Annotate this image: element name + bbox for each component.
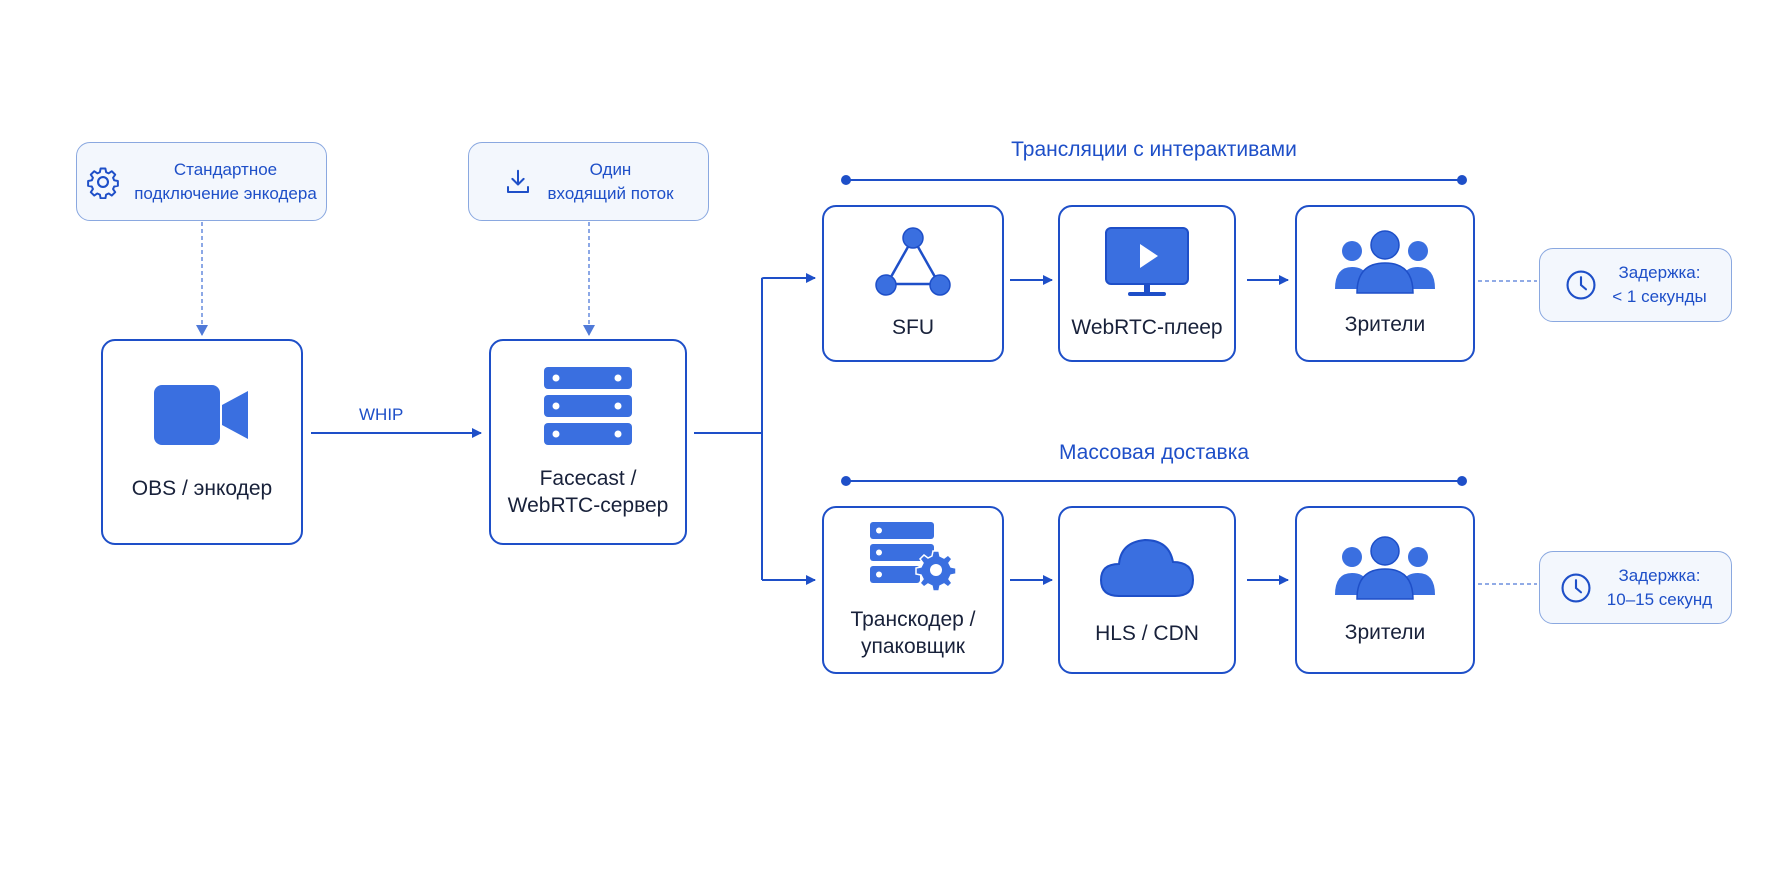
edge-label-whip: WHIP [359,405,404,424]
node-sfu-label: SFU [892,316,934,339]
node-viewers-2-label: Зрители [1344,620,1426,644]
note-encoder: Стандартное подключение энкодера [76,142,327,221]
node-sfu: SFU [822,205,1004,362]
node-cdn-label: HLS / CDN [1095,621,1199,645]
monitor-play-icon [1105,227,1189,296]
server-gear-icon [870,522,957,592]
video-camera-icon [154,384,248,445]
node-hls-cdn: HLS / CDN [1058,506,1236,674]
node-webrtc-server: Facecast / WebRTC-сервер [489,339,687,545]
note-encoder-text: Стандартное подключение энкодера [134,159,317,203]
note-latency-interactive: Задержка: < 1 секунды [1539,248,1732,322]
note-latency-mass-text: Задержка: 10–15 секунд [1606,565,1713,609]
note-latency-interactive-text: Задержка: < 1 секунды [1612,263,1707,306]
users-icon [1335,535,1435,600]
server-icon [544,367,632,445]
gear-icon [87,167,120,199]
node-player-label: WebRTC-плеер [1071,316,1223,339]
clock-icon [1566,270,1596,300]
arrow-split-to-sfu [761,273,816,283]
node-transcoder-label: Транскодер / упаковщик [850,608,976,658]
group-label-interactive: Трансляции с интерактивами [1011,138,1297,161]
users-icon [1335,230,1435,294]
node-viewers-1-label: Зрители [1344,313,1426,336]
node-server-label: Facecast / WebRTC-сервер [507,467,669,517]
node-viewers-interactive: Зрители [1295,205,1475,362]
download-icon [507,169,530,193]
note-latency-mass: Задержка: 10–15 секунд [1539,551,1732,624]
network-icon [875,227,951,296]
dashed-arrowhead-encoder [196,325,208,336]
note-stream-text: Один входящий поток [547,159,674,203]
node-obs-encoder: OBS / энкодер [101,339,303,545]
node-obs-label: OBS / энкодер [131,476,273,500]
arrow-server-split [694,278,763,580]
note-single-stream: Один входящий поток [468,142,709,221]
node-webrtc-player: WebRTC-плеер [1058,205,1236,362]
group-label-mass: Массовая доставка [1058,441,1250,464]
node-viewers-mass: Зрители [1295,506,1475,674]
node-transcoder: Транскодер / упаковщик [822,506,1004,674]
cloud-icon [1099,538,1195,597]
dashed-arrowhead-stream [583,325,595,336]
clock-icon [1561,572,1591,603]
